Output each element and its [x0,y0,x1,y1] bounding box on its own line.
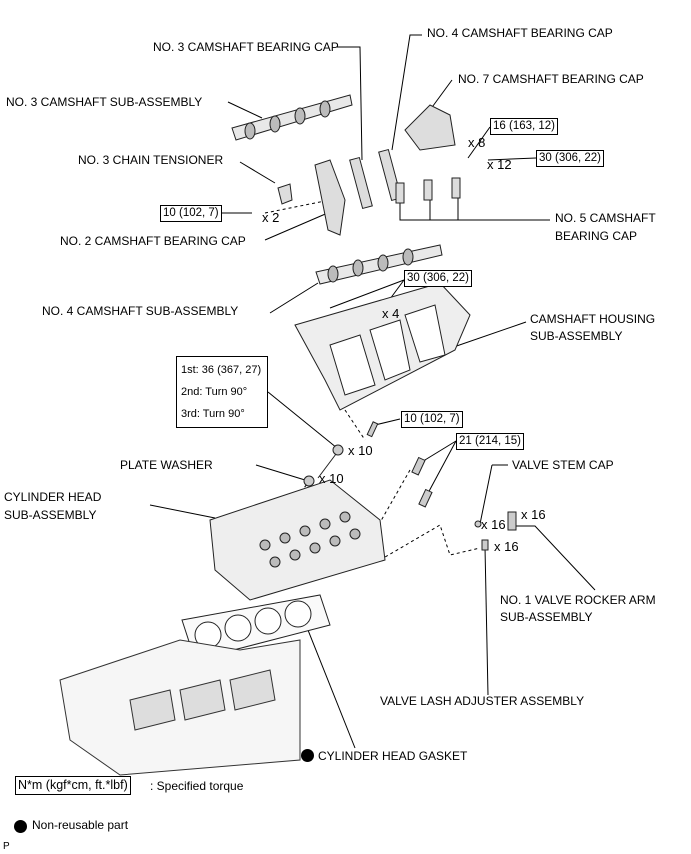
qty-x4: x 4 [382,306,400,321]
label-rocker-arm-line1: NO. 1 VALVE ROCKER ARM [500,593,656,607]
torque-box-16: 16 (163, 12) [490,118,559,135]
torque-box-30a: 30 (306, 22) [536,150,605,167]
label-head-gasket: CYLINDER HEAD GASKET [318,749,468,763]
qty-x10-bolt: x 10 [348,443,373,458]
label-no4-bearing-cap: NO. 4 CAMSHAFT BEARING CAP [427,26,613,40]
label-no3-camshaft: NO. 3 CAMSHAFT SUB-ASSEMBLY [6,95,203,109]
label-no3-chain-tensioner: NO. 3 CHAIN TENSIONER [78,153,224,167]
label-cylinder-head-line2: SUB-ASSEMBLY [4,508,97,522]
torque-box-21: 21 (214, 15) [456,433,525,450]
qty-x2: x 2 [262,210,280,225]
leader-lines [149,34,596,749]
engine-block [59,639,301,776]
footer-code: P [3,841,10,852]
qty-x12: x 12 [487,157,512,172]
torque-step-3: 3rd: Turn 90° [181,408,245,420]
head-gasket [181,594,331,661]
bolts [303,421,517,551]
label-no2-bearing-cap: NO. 2 CAMSHAFT BEARING CAP [60,234,246,248]
label-no5-bearing-cap-line2: BEARING CAP [555,229,638,243]
label-camshaft-housing-line1: CAMSHAFT HOUSING [530,312,656,326]
qty-x10-washer: x 10 [319,471,344,486]
label-plate-washer: PLATE WASHER [120,458,213,472]
camshaft-housing [294,282,471,411]
cylinder-head [209,479,386,601]
bearing-caps [277,104,461,236]
torque-box-10b: 10 (102, 7) [401,411,463,428]
qty-x16-adjuster: x 16 [494,539,519,554]
label-no7-bearing-cap: NO. 7 CAMSHAFT BEARING CAP [458,72,644,86]
label-lash-adjuster: VALVE LASH ADJUSTER ASSEMBLY [380,694,585,708]
label-rocker-arm-line2: SUB-ASSEMBLY [500,610,593,624]
label-cylinder-head-line1: CYLINDER HEAD [4,490,102,504]
qty-x8: x 8 [468,135,486,150]
legend-torque-unit-box: N*m (kgf*cm, ft.*lbf) [15,776,131,795]
torque-box-head-bolt: 1st: 36 (367, 27) 2nd: Turn 90° 3rd: Tur… [176,356,268,428]
qty-x16-stem-cap: x 16 [481,517,506,532]
label-camshaft-housing-line2: SUB-ASSEMBLY [530,329,623,343]
non-reusable-dot-icon [301,749,314,762]
torque-step-1: 1st: 36 (367, 27) [181,364,262,376]
legend-non-reusable: Non-reusable part [32,818,129,832]
label-no5-bearing-cap-line1: NO. 5 CAMSHAFT [555,211,656,225]
legend-torque-desc: : Specified torque [150,779,244,793]
torque-box-10a: 10 (102, 7) [160,205,222,222]
camshaft-no3 [231,94,353,141]
label-no4-camshaft: NO. 4 CAMSHAFT SUB-ASSEMBLY [42,304,239,318]
camshaft-no4 [315,244,443,285]
label-no3-bearing-cap: NO. 3 CAMSHAFT BEARING CAP [153,40,339,54]
qty-x16-rocker: x 16 [521,507,546,522]
torque-step-2: 2nd: Turn 90° [181,386,248,398]
torque-box-30b: 30 (306, 22) [404,270,473,287]
label-valve-stem-cap: VALVE STEM CAP [512,458,614,472]
legend-non-reusable-dot-icon [14,820,27,833]
